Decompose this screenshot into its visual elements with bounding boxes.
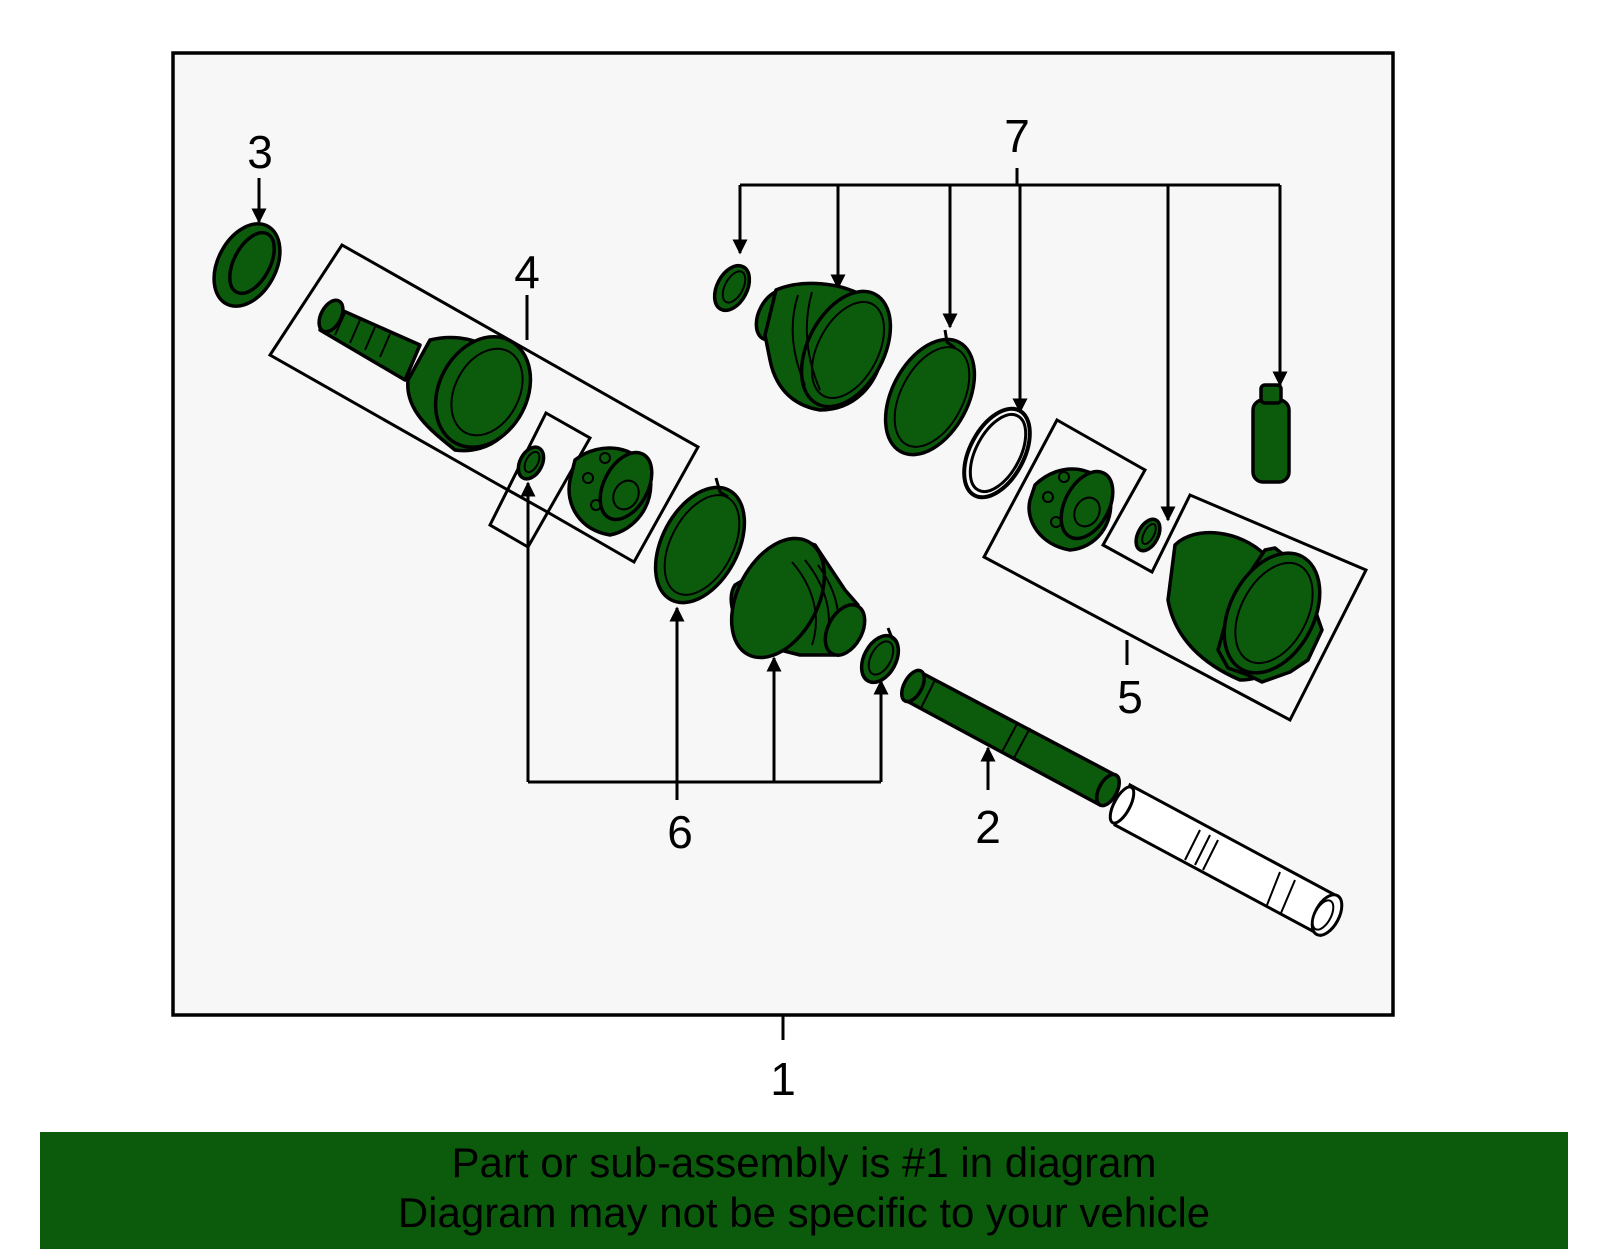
group-4-box <box>267 243 701 565</box>
banner-line-1: Part or sub-assembly is #1 in diagram <box>451 1139 1157 1186</box>
part-7-clamp-small <box>712 263 752 313</box>
callout-7: 7 <box>1004 110 1030 162</box>
part-2-shaft <box>899 668 1122 808</box>
part-6-boot-clamp-large <box>653 477 747 605</box>
part-7-clamp-large <box>883 329 977 457</box>
shaft-white <box>1108 782 1344 938</box>
part-5-inner-cv-housing <box>1166 531 1324 684</box>
part-7-o-ring <box>962 406 1032 500</box>
part-snap-ring-small <box>516 445 546 481</box>
callout-1: 1 <box>770 1053 796 1105</box>
part-6-cv-boot <box>729 536 867 660</box>
exploded-parts-diagram: 1 3 4 <box>171 51 1395 1105</box>
part-5-snap-ring <box>1134 517 1162 553</box>
part-6-boot-clamp-small <box>859 627 901 685</box>
callout-7-bracket <box>732 168 1288 522</box>
callout-5: 5 <box>1117 671 1143 723</box>
part-7-cv-boot <box>754 281 893 412</box>
callout-3: 3 <box>247 126 273 178</box>
callout-6-bracket <box>520 481 889 800</box>
part-inner-race <box>567 446 654 537</box>
part-4-outer-cv-joint <box>317 298 533 453</box>
part-3-seal <box>212 222 282 308</box>
callout-2: 2 <box>975 801 1001 853</box>
callout-6: 6 <box>667 806 693 858</box>
group-5-box <box>981 417 1369 723</box>
part-7-grease-tube <box>1251 383 1291 484</box>
info-banner: Part or sub-assembly is #1 in diagram Di… <box>40 1132 1568 1249</box>
callout-4: 4 <box>514 246 540 298</box>
part-5-inner-race <box>1027 467 1115 552</box>
banner-line-2: Diagram may not be specific to your vehi… <box>397 1189 1211 1236</box>
